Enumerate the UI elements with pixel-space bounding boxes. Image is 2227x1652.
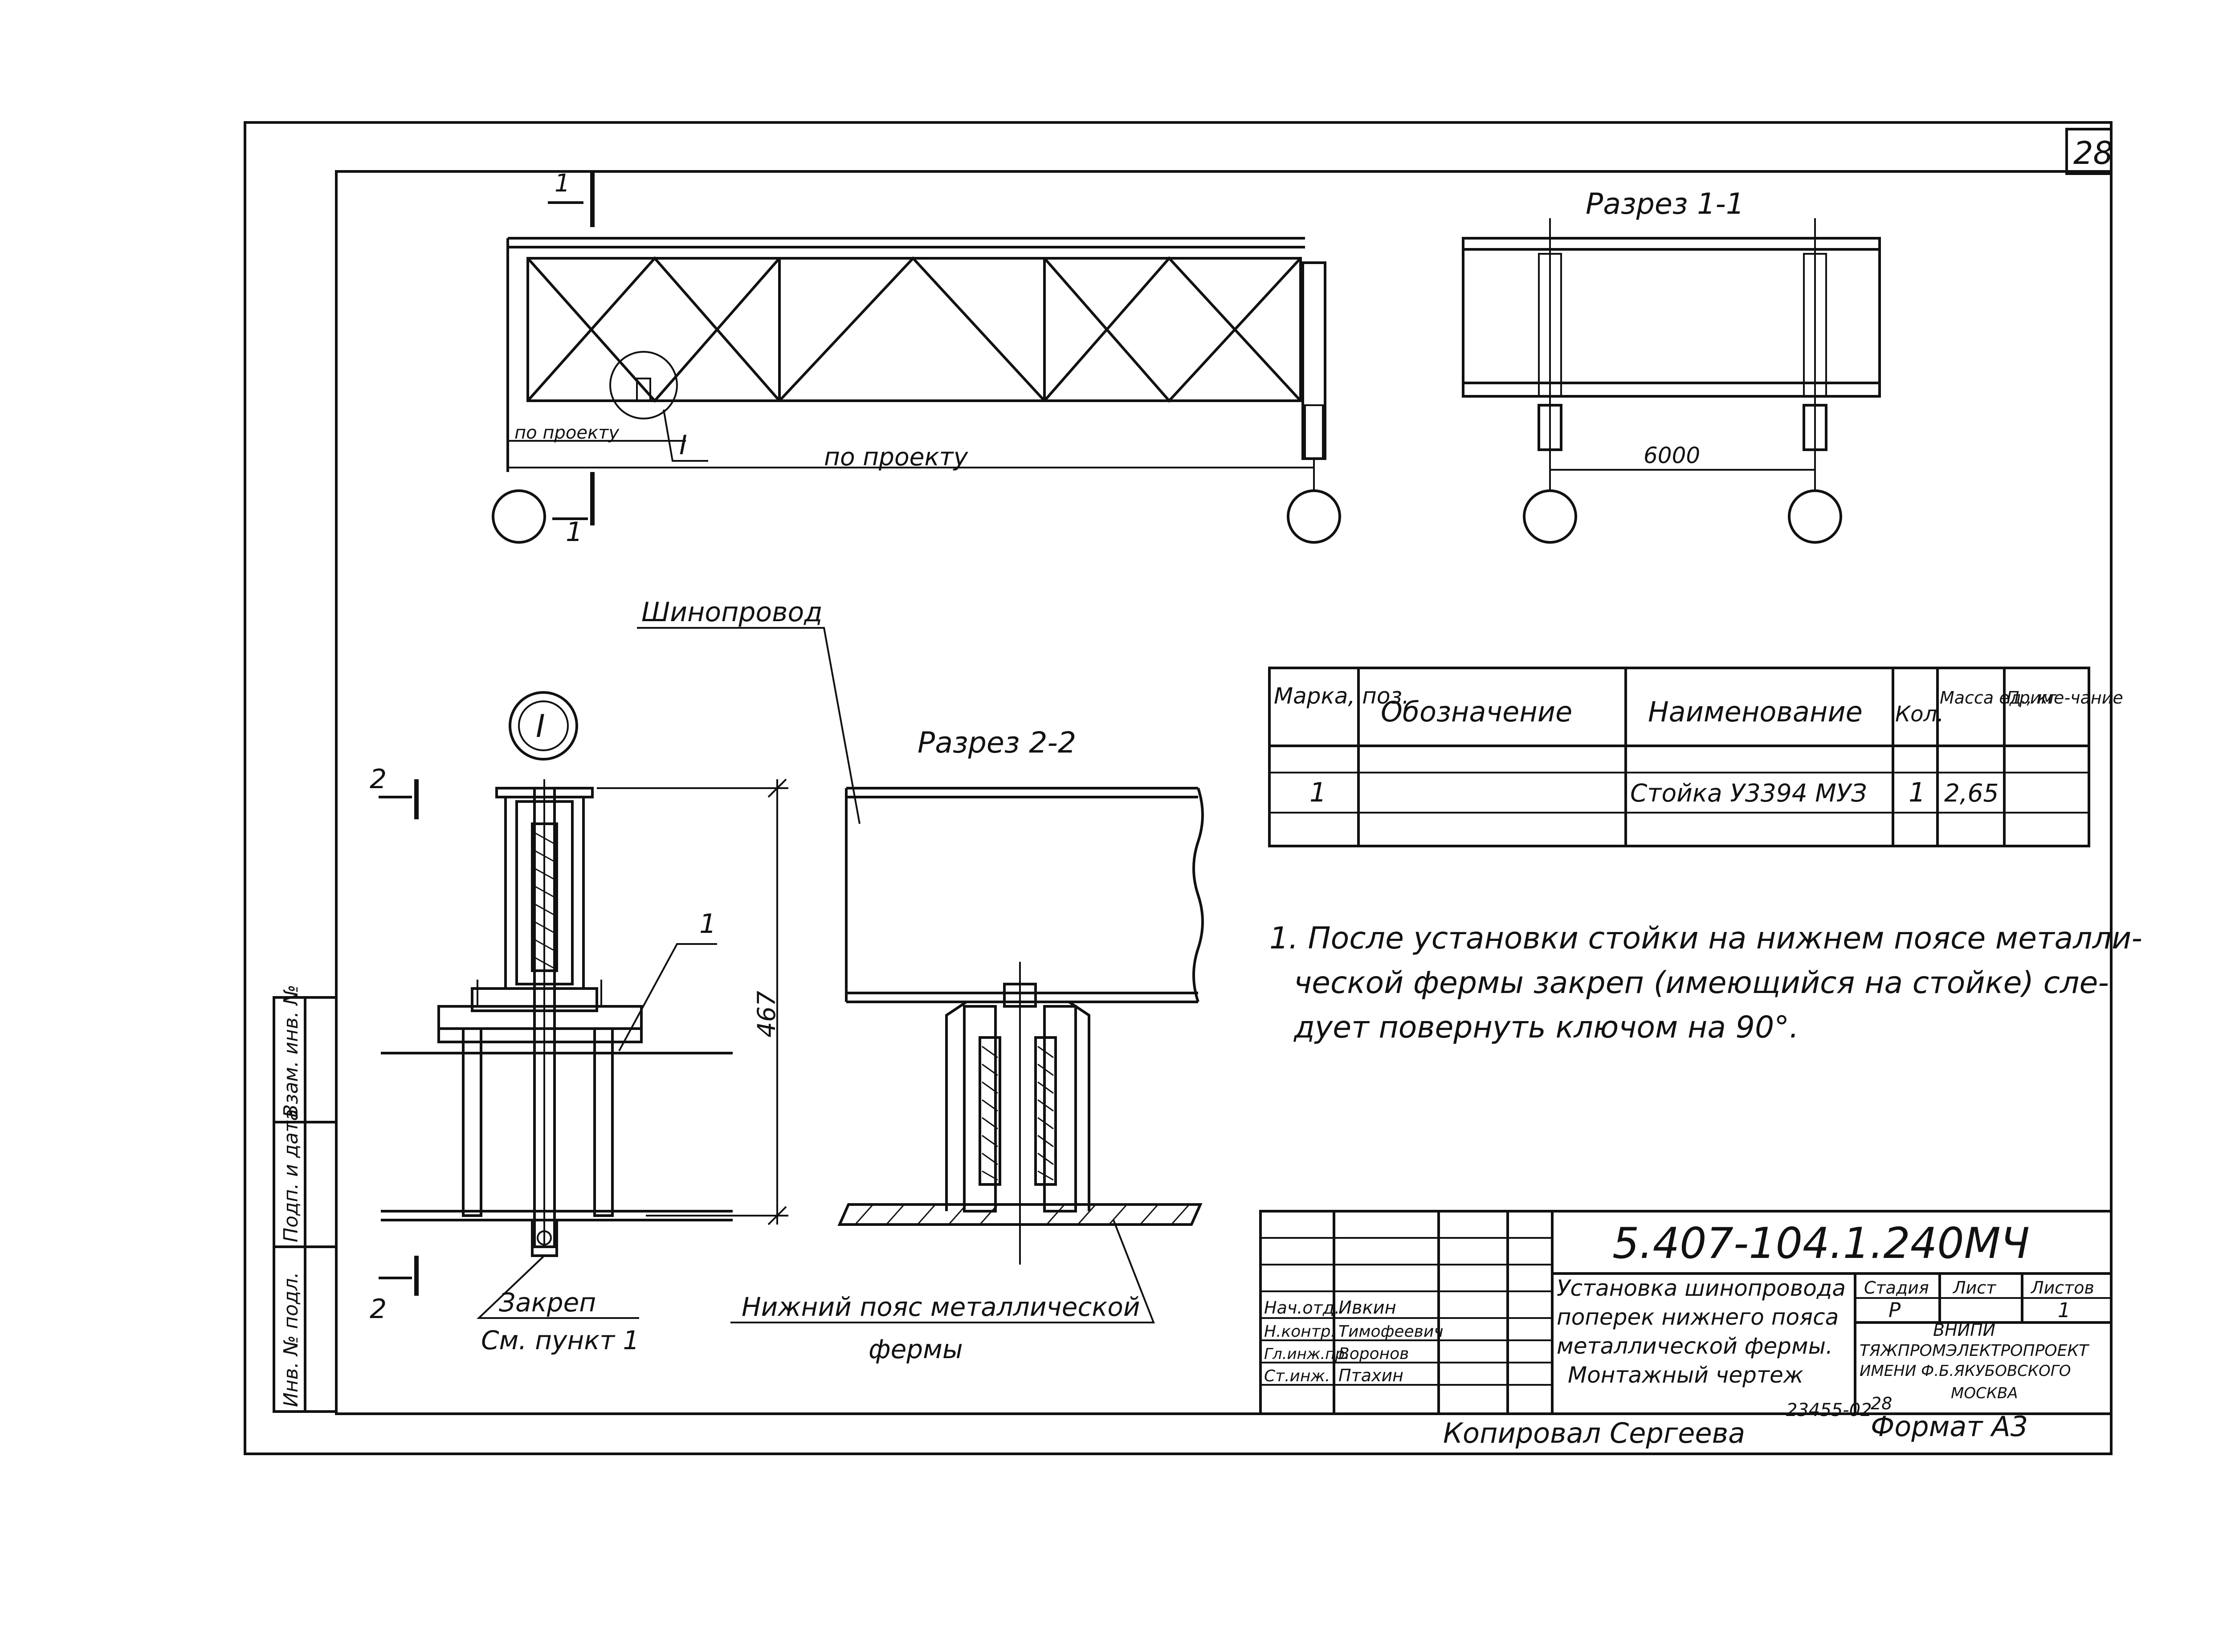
note-line-1: 1. После установки стойки на нижнем пояс… xyxy=(1269,921,2142,956)
org-line-2: ТЯЖПРОМЭЛЕКТРОПРОЕКТ xyxy=(1860,1342,2090,1360)
column-circle xyxy=(492,489,546,544)
chord-label-2: фермы xyxy=(869,1334,963,1364)
stage-header: Стадия xyxy=(1864,1278,1929,1298)
spec-header-designation: Обозначение xyxy=(1381,696,1572,728)
section-1-1 xyxy=(1462,218,1881,490)
side-stamp-field-1: Инв. № подл. xyxy=(280,1272,302,1407)
cut-mark-1 xyxy=(548,171,595,525)
detail-I-mark-inner xyxy=(518,700,569,751)
signature-role-2: Н.контр. xyxy=(1264,1322,1336,1341)
busbar-label: Шинопровод xyxy=(641,597,823,628)
signature-role-1: Нач.отд. xyxy=(1264,1298,1340,1318)
paper-format: Формат А3 xyxy=(1871,1410,2028,1443)
detail-I-clamp-label-2: См. пункт 1 xyxy=(481,1325,639,1355)
spec-cell-qty: 1 xyxy=(1909,777,1925,808)
spec-header-mark: Марка, поз. xyxy=(1274,683,1409,709)
section-2-2 xyxy=(730,787,1204,1323)
title-block xyxy=(1259,1210,2113,1415)
sheet-header: Лист xyxy=(1952,1278,1997,1298)
busbar-leader xyxy=(637,627,861,824)
spec-header-note: Приме-чание xyxy=(2007,688,2123,708)
org-line-1: ВНИПИ xyxy=(1933,1320,1995,1340)
page-number-box xyxy=(2065,128,2113,175)
org-line-4: МОСКВА xyxy=(1951,1384,2018,1402)
side-stamp: Инв. № подл. Подп. и дата Взам. инв. № xyxy=(273,985,338,1413)
spec-header-name: Наименование xyxy=(1648,696,1863,728)
spec-header-mass: Масса ед., кг xyxy=(1940,688,2057,708)
section-1-1-title: Разрез 1-1 xyxy=(1586,187,1744,221)
spec-header-qty: Кол. xyxy=(1895,702,1944,727)
note-line-2: ческой фермы закреп (имеющийся на стойке… xyxy=(1294,965,2109,1001)
column-circle xyxy=(1788,489,1842,544)
sheets-header: Листов xyxy=(2030,1278,2094,1298)
copied-by: Копировал Сергеева xyxy=(1443,1417,1745,1449)
inner-frame xyxy=(335,170,2113,1415)
truss-elevation xyxy=(506,237,1326,490)
page-number: 28 xyxy=(2073,135,2113,171)
drawing-title-1: Установка шинопровода xyxy=(1557,1275,1846,1301)
chord-label-1: Нижний пояс металлической xyxy=(742,1292,1140,1322)
signature-name-2: Тимофеевич xyxy=(1338,1322,1444,1341)
org-line-3: ИМЕНИ Ф.Б.ЯКУБОВСКОГО xyxy=(1860,1362,2071,1380)
archive-number: 23455-02 xyxy=(1786,1400,1872,1420)
elevation-dim-overall: по проекту xyxy=(824,443,969,471)
elevation-callout: I xyxy=(679,430,687,461)
spec-cell-mass: 2,65 xyxy=(1944,779,1999,807)
signature-name-3: Воронов xyxy=(1338,1345,1409,1363)
section-1-1-span: 6000 xyxy=(1644,443,1700,468)
side-stamp-field-2: Подп. и дата xyxy=(280,1109,302,1242)
column-circle xyxy=(1287,489,1341,544)
elevation-dim-small: по проекту xyxy=(514,423,620,443)
detail-I-cut-bottom: 2 xyxy=(370,1294,387,1325)
detail-I-leader-pos: 1 xyxy=(699,908,716,940)
detail-I-clamp-label-1: Закреп xyxy=(499,1287,596,1318)
drawing-title-2: поперек нижнего пояса xyxy=(1557,1304,1839,1330)
cut-mark-1-bottom: 1 xyxy=(566,517,583,548)
drawing-title-4: Монтажный чертеж xyxy=(1568,1362,1803,1388)
signature-role-4: Ст.инж. xyxy=(1264,1367,1330,1385)
cut-mark-1-top: 1 xyxy=(555,169,570,197)
drawing-title-3: металлической фермы. xyxy=(1557,1333,1833,1359)
sheets-value: 1 xyxy=(2058,1298,2071,1322)
spec-table xyxy=(1268,667,2090,847)
stage-value: Р xyxy=(1888,1298,1901,1322)
detail-I-mark-outer xyxy=(509,691,578,761)
detail-I-height-dim: 467 xyxy=(752,991,781,1038)
signature-name-1: Ивкин xyxy=(1338,1298,1396,1318)
section-2-2-title: Разрез 2-2 xyxy=(918,726,1076,760)
document-code: 5.407-104.1.240МЧ xyxy=(1612,1219,2030,1268)
spec-cell-pos: 1 xyxy=(1309,777,1326,808)
note-line-3: дует повернуть ключом на 90°. xyxy=(1293,1010,1799,1045)
spec-cell-name: Стойка У3394 МУЗ xyxy=(1630,779,1867,807)
detail-I-view xyxy=(379,778,788,1319)
column-circle xyxy=(1523,489,1577,544)
side-stamp-field-3: Взам. инв. № xyxy=(280,985,302,1118)
archive-mark: 28 xyxy=(1871,1394,1892,1413)
detail-I-cut-top: 2 xyxy=(370,764,387,795)
signature-role-3: Гл.инж.пр. xyxy=(1264,1345,1350,1363)
signature-name-4: Птахин xyxy=(1338,1366,1403,1385)
detail-I-mark: I xyxy=(536,708,545,745)
